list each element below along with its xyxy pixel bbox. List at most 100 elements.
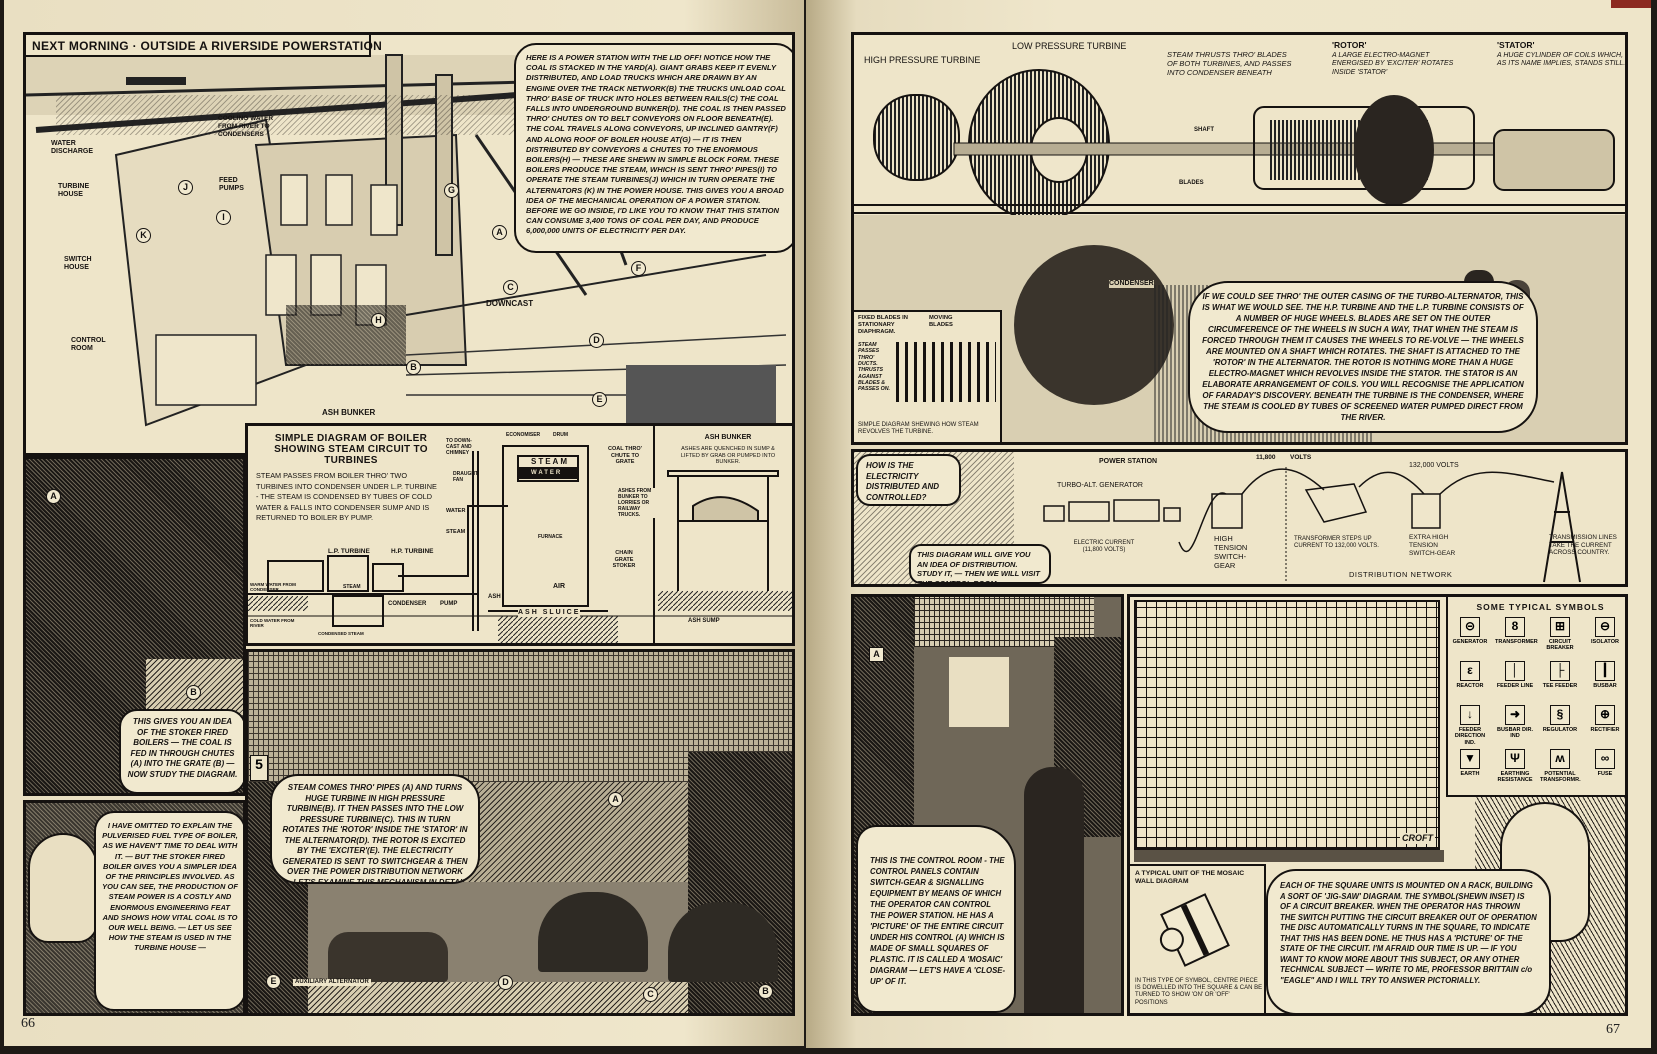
transformer-icon: 8 <box>1505 617 1525 637</box>
ash-bunker-lorries: ASHES FROM BUNKER TO LORRIES OR RAILWAY … <box>618 488 663 518</box>
marker-k: K <box>136 228 151 243</box>
symbol-label: EARTHING RESISTANCE <box>1497 771 1533 784</box>
symbol-regulator: §REGULATOR <box>1540 705 1580 733</box>
ash-bunker-title: ASH BUNKER <box>704 434 752 441</box>
symbol-label: TRANSFORMER <box>1495 639 1538 645</box>
mosaic-unit-inset: A TYPICAL UNIT OF THE MOSAIC WALL DIAGRA… <box>1130 864 1266 1013</box>
label-economiser: ECONOMISER <box>506 432 541 438</box>
symbol-generator: ⊝GENERATOR <box>1450 617 1490 645</box>
ship <box>126 77 186 85</box>
speech-bubble-stoker: THIS GIVES YOU AN IDEA OF THE STOKER FIR… <box>119 709 243 793</box>
label-cold-water: COLD WATER FROM RIVER <box>250 618 295 629</box>
label-condenser-steam: STEAM <box>343 584 361 590</box>
symbol-label: BUSBAR <box>1593 683 1617 689</box>
earthing-resistance-icon: Ψ <box>1505 749 1525 769</box>
symbol-tee-feeder: ├TEE FEEDER <box>1540 661 1580 689</box>
circuit-breaker-unit-icon <box>1155 893 1230 967</box>
symbols-title: SOME TYPICAL SYMBOLS <box>1476 602 1605 612</box>
inset-blade-diagram: FIXED BLADES IN STATIONARY DIAPHRAGM. MO… <box>854 310 1002 442</box>
symbol-label: REACTOR <box>1456 683 1484 689</box>
symbol-label: GENERATOR <box>1452 639 1488 645</box>
mosaic-wall-grid <box>1134 600 1440 850</box>
label-draught-fan: DRAUGHT FAN <box>453 471 478 483</box>
feeder-direction-icon: ↓ <box>1460 705 1480 725</box>
potential-transformer-icon: ʍ <box>1550 749 1570 769</box>
symbol-earthing-resistance: Ψ EARTHING RESISTANCE <box>1495 749 1535 784</box>
marker-i: I <box>216 210 231 225</box>
blade-rows-icon <box>896 342 996 402</box>
label-volts-132000: 132,000 VOLTS <box>1409 462 1459 469</box>
label-condensed-steam: CONDENSED STEAM <box>318 631 364 636</box>
marker-d: D <box>589 333 604 348</box>
marker-e: E <box>592 392 607 407</box>
label-low-pressure-turbine: LOW PRESSURE TURBINE <box>1012 41 1127 51</box>
symbol-label: POTENTIAL TRANSFORMR. <box>1540 771 1581 784</box>
marker-d: D <box>498 975 513 990</box>
fuse-icon: ∞ <box>1595 749 1615 769</box>
label-turbine-house: TURBINE HOUSE <box>58 183 90 199</box>
operator-figure <box>1024 767 1084 1013</box>
speech-bubble-answer: THIS DIAGRAM WILL GIVE YOU AN IDEA OF DI… <box>909 544 1051 584</box>
label-water-discharge: WATER DISCHARGE <box>51 140 94 156</box>
isolator-icon: ⊖ <box>1595 617 1615 637</box>
distribution-diagram <box>1043 467 1581 583</box>
label-distribution-network: DISTRIBUTION NETWORK <box>1349 570 1453 579</box>
bay-number: 5 <box>250 755 268 781</box>
artist-signature: CROFT <box>1400 833 1435 844</box>
label-condenser: CONDENSER <box>388 601 427 607</box>
rectifier-icon: ⊕ <box>1595 705 1615 725</box>
symbol-rectifier: ⊕RECTIFIER <box>1585 705 1625 733</box>
label-transmission: TRANSMISSION LINES TAKE THE CURRENT ACRO… <box>1549 534 1617 557</box>
label-steam-thrusts: STEAM THRUSTS THRO' BLADES OF BOTH TURBI… <box>1167 50 1292 77</box>
marker-j: J <box>178 180 193 195</box>
symbol-isolator: ⊖ ISOLATOR <box>1585 617 1625 645</box>
label-downcast: DOWNCAST <box>486 299 534 308</box>
speech-bubble-control-room: THIS IS THE CONTROL ROOM - THE CONTROL P… <box>856 825 1016 1013</box>
label-drum-water: WATER <box>531 470 563 476</box>
marker-h: H <box>371 313 386 328</box>
label-fixed-blades: FIXED BLADES IN STATIONARY DIAPHRAGM. <box>858 315 908 335</box>
speech-bubble-professor-mosaic: EACH OF THE SQUARE UNITS IS MOUNTED ON A… <box>1266 869 1551 1013</box>
label-warm-water: WARM WATER FROM CONDENSER <box>250 582 296 593</box>
symbol-label: TEE FEEDER <box>1542 683 1578 689</box>
page-number-right: 67 <box>1606 1022 1620 1037</box>
marker-b: B <box>406 360 421 375</box>
ash-bunker-text: ASHES ARE QUENCHED IN SUMP & LIFTED BY G… <box>680 446 776 466</box>
symbol-fuse: ∞FUSE <box>1585 749 1625 777</box>
speech-bubble-question: HOW IS THE ELECTRICITY DISTRIBUTED AND C… <box>856 454 961 506</box>
label-power-station: POWER STATION <box>1099 458 1158 465</box>
symbol-label: ISOLATOR <box>1591 639 1619 645</box>
speech-bubble-professor: I HAVE OMITTED TO EXPLAIN THE PULVERISED… <box>94 811 243 1011</box>
marker-c: C <box>643 987 658 1002</box>
symbol-circuit-breaker: ⊞CIRCUIT BREAKER <box>1540 617 1580 652</box>
label-chain-grate-stoker: CHAIN GRATE STOKER <box>612 550 636 570</box>
marker-a: A <box>492 225 507 240</box>
label-stator-text: A HUGE CYLINDER OF COILS WHICH, AS ITS N… <box>1497 52 1626 68</box>
label-drum: DRUM <box>553 432 568 438</box>
label-rotor-title: 'ROTOR' <box>1332 40 1367 50</box>
label-generator: TURBO-ALT. GENERATOR <box>1057 482 1143 489</box>
label-ash-sluice: ASH SLUICE <box>518 609 581 618</box>
marker-a: A <box>608 792 623 807</box>
symbol-busbar: ┃ BUSBAR <box>1585 661 1625 689</box>
panel-distribution-network: HOW IS THE ELECTRICITY DISTRIBUTED AND C… <box>851 449 1628 587</box>
earth-icon: ▼ <box>1460 749 1480 769</box>
symbol-feeder-direction: ↓FEEDER DIRECTION IND. <box>1450 705 1490 746</box>
label-lp-turbine: L.P. TURBINE <box>328 548 370 555</box>
turbine-machine <box>668 902 778 982</box>
label-transformer: TRANSFORMER STEPS UP CURRENT TO 132,000 … <box>1294 536 1379 550</box>
professor-face <box>28 833 98 943</box>
label-coal-chute: COAL THRO' CHUTE TO GRATE <box>608 446 642 466</box>
speech-bubble-intro: HERE IS A POWER STATION WITH THE LID OFF… <box>514 43 792 253</box>
label-rotor-text: A LARGE ELECTRO-MAGNET ENERGISED BY 'EXC… <box>1332 52 1454 76</box>
label-blades: BLADES <box>1179 180 1204 186</box>
mosaic-unit-caption: IN THIS TYPE OF SYMBOL, CENTRE PIECE IS … <box>1135 978 1263 1006</box>
label-feed-pumps: FEED PUMPS <box>219 177 244 193</box>
busbar-icon: ┃ <box>1595 661 1615 681</box>
label-furnace: FURNACE <box>538 534 563 540</box>
label-stator-title: 'STATOR' <box>1497 40 1535 50</box>
